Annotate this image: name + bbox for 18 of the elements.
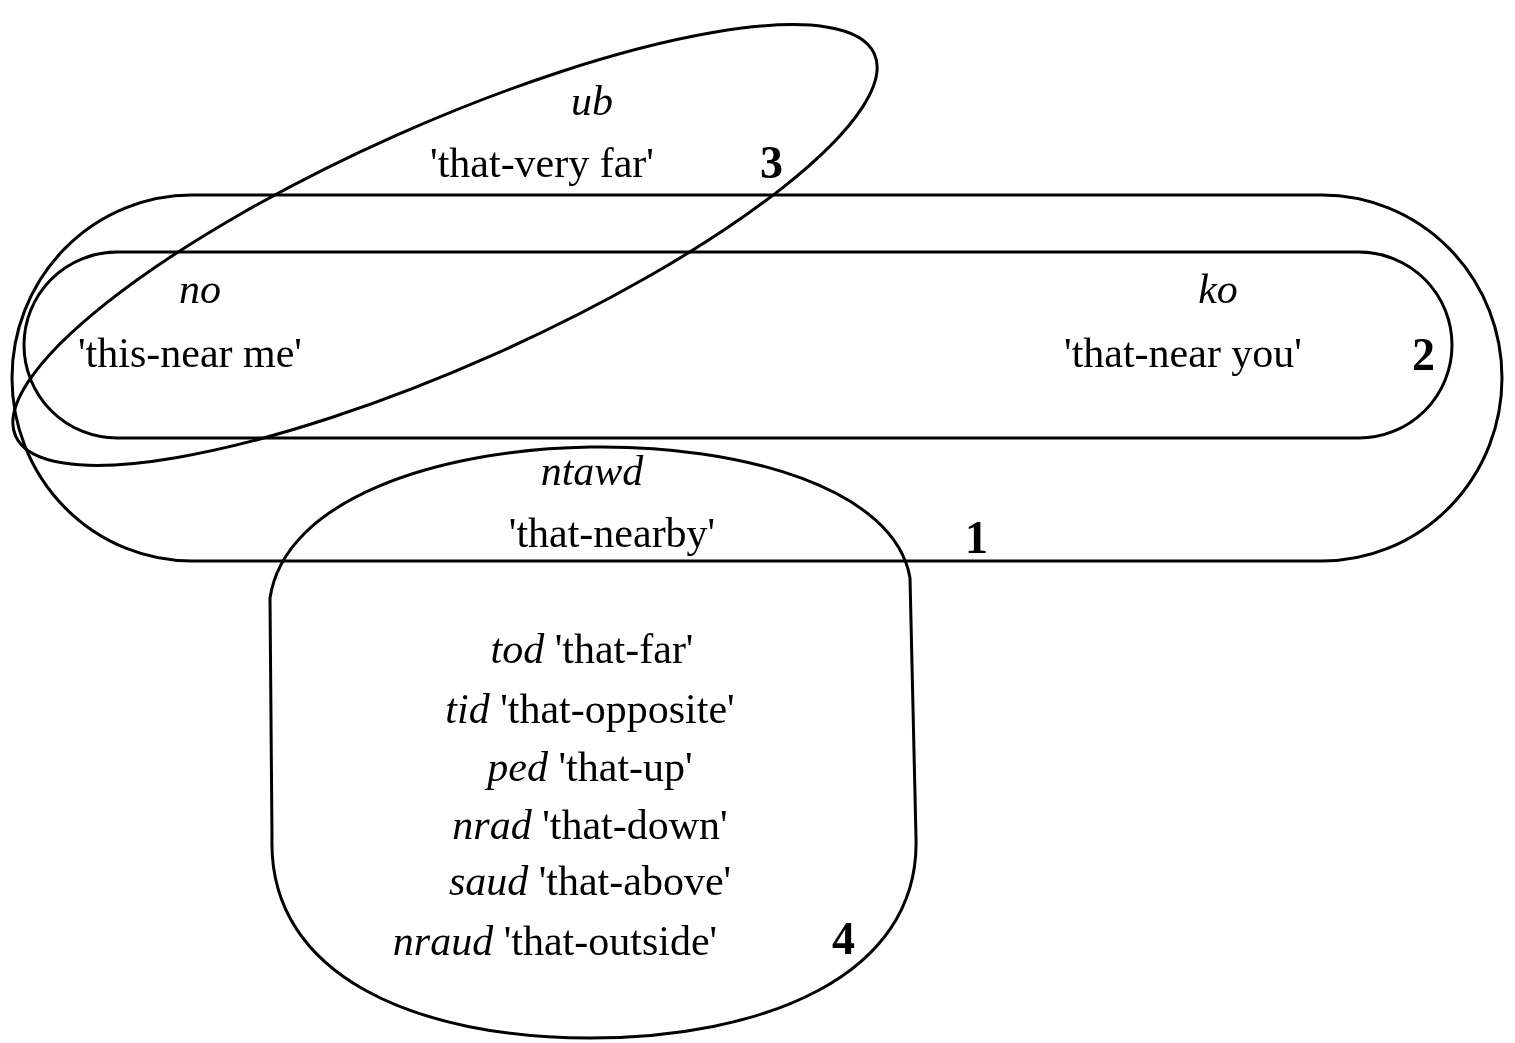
term-label: ub: [571, 80, 613, 122]
term-gloss-label: nrad 'that-down': [452, 804, 728, 846]
term-gloss-label: tod 'that-far': [490, 628, 694, 670]
term-gloss-label: nraud 'that-outside': [392, 920, 718, 962]
set-number: 2: [1412, 332, 1435, 378]
term-gloss-label: saud 'that-above': [448, 860, 732, 902]
gloss-label: 'that-nearby': [508, 512, 716, 554]
term-gloss-label: tid 'that-opposite': [445, 688, 735, 730]
set-number: 3: [760, 140, 783, 186]
term-gloss-label: ped 'that-up': [487, 746, 693, 788]
term-label: no: [179, 268, 221, 310]
term-label: ko: [1198, 268, 1238, 310]
gloss-label: 'that-near you': [1064, 332, 1302, 374]
set-number: 4: [832, 916, 855, 962]
set-number: 1: [965, 515, 988, 561]
gloss-label: 'this-near me': [78, 332, 302, 374]
gloss-label: 'that-very far': [430, 142, 654, 184]
term-label: ntawd: [540, 450, 644, 492]
